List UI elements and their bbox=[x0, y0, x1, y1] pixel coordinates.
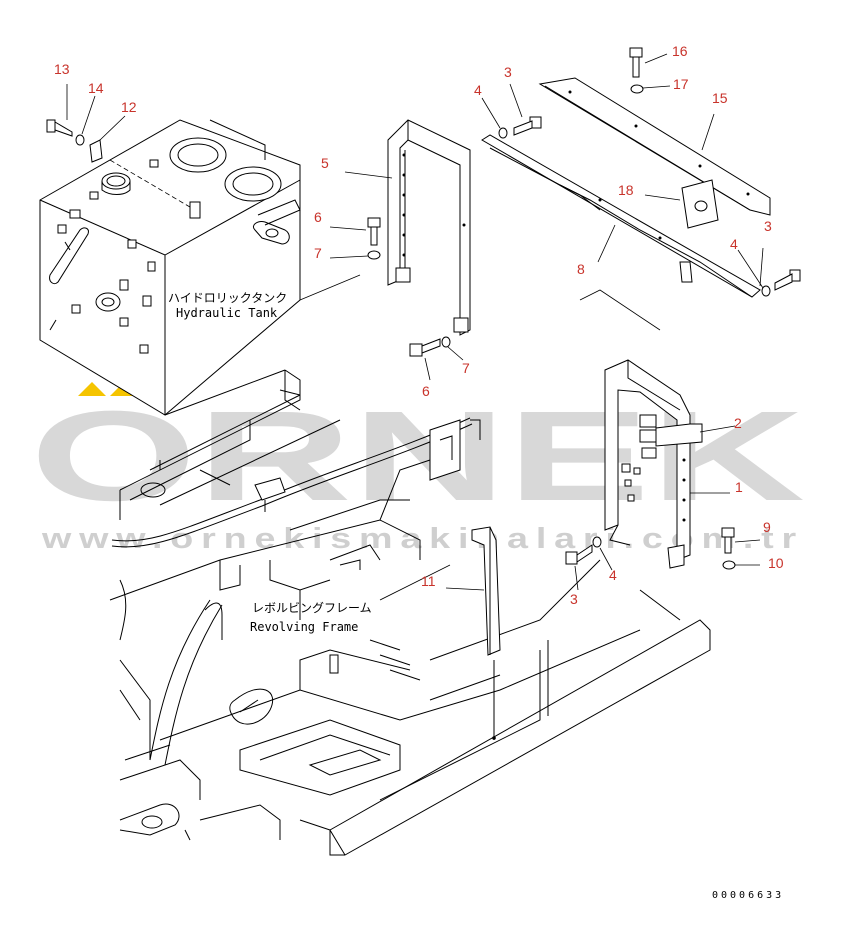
bolt-3-upper-icon bbox=[513, 116, 542, 136]
callout-10: 10 bbox=[768, 555, 784, 571]
callout-17: 17 bbox=[673, 76, 689, 92]
bolt-3-right-icon bbox=[774, 269, 801, 291]
part-1-frame bbox=[604, 359, 691, 569]
part-15-plate bbox=[538, 77, 771, 216]
callout-1: 1 bbox=[735, 479, 743, 495]
bolt-16-icon bbox=[629, 47, 643, 78]
callout-15: 15 bbox=[712, 90, 728, 106]
part-18-pad bbox=[681, 179, 719, 229]
callout-6-upper: 6 bbox=[314, 209, 322, 225]
callout-2: 2 bbox=[734, 415, 742, 431]
bolt-6-lower-icon bbox=[409, 338, 441, 357]
frame-label: レボルビングフレーム Revolving Frame bbox=[250, 601, 372, 634]
callout-3-upper: 3 bbox=[504, 64, 512, 80]
washer-4-lower-icon bbox=[592, 536, 602, 548]
washer-4-right-icon bbox=[761, 285, 771, 297]
washer-4-upper-icon bbox=[498, 127, 508, 139]
washer-17-icon bbox=[630, 84, 644, 94]
callout-13: 13 bbox=[54, 61, 70, 77]
washer-10-icon bbox=[722, 560, 736, 570]
callout-14: 14 bbox=[88, 80, 104, 96]
washer-7-upper-icon bbox=[367, 250, 381, 260]
callout-4-lower: 4 bbox=[609, 567, 617, 583]
callout-3-lower: 3 bbox=[570, 591, 578, 607]
callouts: 13 14 12 5 6 7 3 4 16 17 15 18 8 3 4 6 7… bbox=[54, 43, 784, 607]
callout-12: 12 bbox=[121, 99, 137, 115]
frame-label-en: Revolving Frame bbox=[250, 620, 358, 634]
bolt-13-icon bbox=[46, 119, 73, 137]
bolt-9-icon bbox=[721, 527, 735, 554]
document-number: 00006633 bbox=[712, 890, 784, 901]
callout-4-upper: 4 bbox=[474, 82, 482, 98]
bolt-6-upper-icon bbox=[367, 217, 381, 246]
callout-5: 5 bbox=[321, 155, 329, 171]
callout-3-right: 3 bbox=[764, 218, 772, 234]
callout-11: 11 bbox=[421, 573, 436, 589]
tank-label-en: Hydraulic Tank bbox=[176, 306, 278, 320]
bolt-3-lower-icon bbox=[565, 544, 593, 565]
callout-9: 9 bbox=[763, 519, 771, 535]
leader-lines bbox=[66, 53, 764, 601]
hydraulic-tank: ハイドロリックタンク Hydraulic Tank bbox=[39, 119, 361, 416]
washer-7-lower-icon bbox=[441, 336, 451, 348]
fasteners bbox=[46, 47, 801, 570]
part-5-bracket bbox=[387, 119, 471, 336]
callout-7-lower: 7 bbox=[462, 360, 470, 376]
revolving-frame bbox=[109, 369, 711, 856]
part-11-strut bbox=[471, 526, 501, 740]
clip-12-icon bbox=[89, 139, 103, 163]
washer-14-icon bbox=[75, 134, 85, 146]
frame-label-jp: レボルビングフレーム bbox=[252, 601, 372, 615]
callout-18: 18 bbox=[618, 182, 634, 198]
watermark: ORNEK www.ornekismakinalari.com.tr bbox=[30, 382, 805, 555]
callout-16: 16 bbox=[672, 43, 688, 59]
tank-label-jp: ハイドロリックタンク bbox=[168, 291, 287, 305]
tag-2-icon bbox=[655, 423, 703, 447]
callout-4-right: 4 bbox=[730, 236, 738, 252]
callout-6-lower: 6 bbox=[422, 383, 430, 399]
part-8-bar bbox=[481, 134, 761, 298]
callout-7-upper: 7 bbox=[314, 245, 322, 261]
callout-8: 8 bbox=[577, 261, 585, 277]
